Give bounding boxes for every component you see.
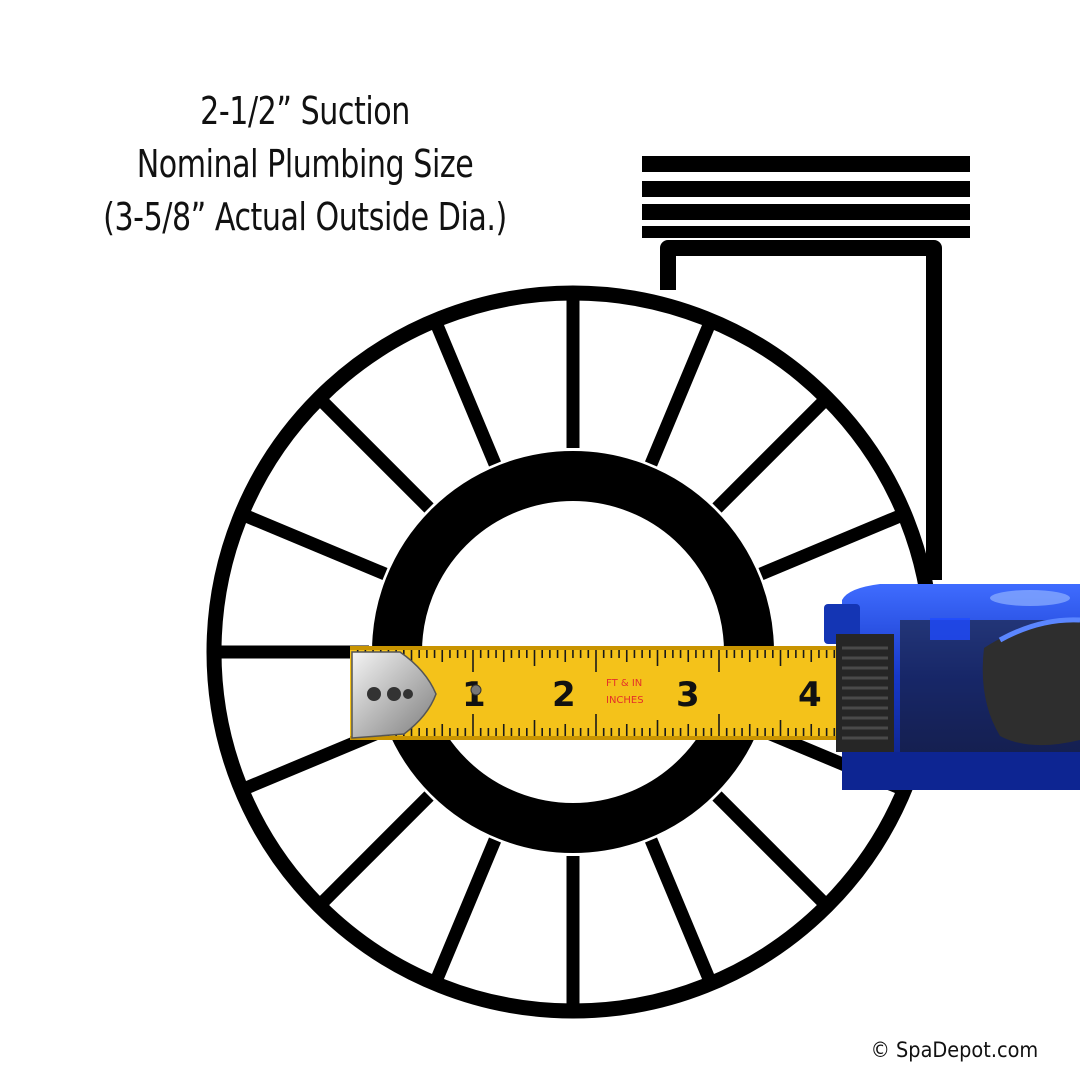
tape-ticks <box>356 650 836 736</box>
tape-brand-line2: INCHES <box>606 695 644 706</box>
thread-bar <box>642 204 970 220</box>
tape-brand-line1: FT & IN <box>606 678 642 689</box>
thread-bar <box>642 226 970 238</box>
measuring-tape-icon: 1 2 3 4 FT & IN INCHES <box>350 584 1080 790</box>
caption-line-3: (3-5/8” Actual Outside Dia.) <box>103 195 507 239</box>
discharge-pipe <box>642 156 970 580</box>
spoke <box>236 507 388 580</box>
spoke <box>645 837 718 989</box>
impeller-spokes <box>211 290 910 1014</box>
tape-blade-edge <box>350 646 842 650</box>
spoke <box>645 315 718 467</box>
tape-number-2: 2 <box>552 675 576 715</box>
thread-bar <box>642 181 970 197</box>
thread-bar <box>642 156 970 172</box>
diagram-caption: 2-1/2” Suction Nominal Plumbing Size (3-… <box>0 85 610 244</box>
tape-blade-edge <box>350 736 842 740</box>
spoke <box>236 724 388 797</box>
tape-case <box>824 584 1080 790</box>
spoke <box>712 791 833 912</box>
tape-number-4: 4 <box>798 675 822 715</box>
spoke <box>712 392 833 513</box>
copyright-credit: © SpaDepot.com <box>870 1038 1038 1062</box>
spoke <box>313 392 434 513</box>
caption-line-1: 2-1/2” Suction <box>200 89 410 133</box>
grip-ridges <box>842 646 888 740</box>
caption-line-2: Nominal Plumbing Size <box>136 142 474 186</box>
pipe-outline <box>660 240 942 580</box>
tape-hook <box>351 651 482 739</box>
spoke <box>313 791 434 912</box>
tape-number-3: 3 <box>676 675 700 715</box>
spoke <box>428 315 501 467</box>
pump-volute <box>206 285 940 1019</box>
spoke <box>428 837 501 989</box>
spoke <box>758 507 910 580</box>
